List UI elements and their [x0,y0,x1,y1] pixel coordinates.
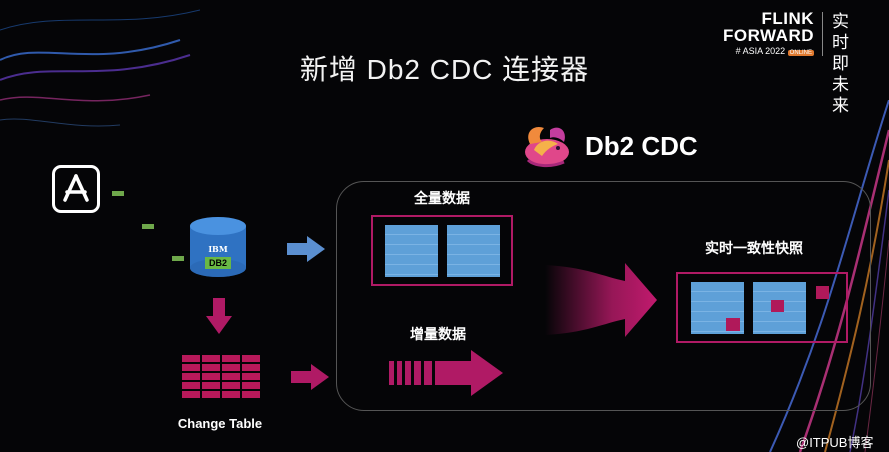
brand-slogan: 实时即 未来 [832,12,860,117]
brand-event: # ASIA 2022 [735,46,786,56]
connector-dash [172,256,184,261]
db-name-badge: DB2 [205,257,231,269]
background-swirl-right [769,100,889,452]
db-vendor-label: IBM [208,244,228,254]
snapshot-label: 实时一致性快照 [705,240,803,256]
flink-squirrel-icon [525,126,569,168]
change-table-label: Change Table [177,416,263,431]
online-badge: ONLINE [787,50,814,56]
connector-dash [142,224,154,229]
brand-slogan-line1: 实时即 [832,12,849,74]
full-data-frame [371,215,513,286]
connector-label: Db2 CDC [585,131,698,161]
watermark: @ITPUB博客 [796,435,874,450]
merge-arrow-icon [545,263,657,337]
arrow-right-icon [291,364,329,390]
change-marker [816,286,829,299]
brand-sub: # ASIA 2022 ONLINE [722,46,814,56]
arrow-right-icon [287,236,325,262]
incremental-stream-icon [389,350,503,396]
incremental-data-label: 增量数据 [410,326,466,342]
cdc-flow-container [336,181,871,411]
full-data-block [385,225,438,277]
change-marker [771,300,784,312]
flink-forward-logo: FLINK FORWARD # ASIA 2022 ONLINE [722,10,814,56]
full-data-label: 全量数据 [414,190,470,206]
brand-line2: FORWARD [722,26,814,45]
slide-title: 新增 Db2 CDC 连接器 [299,54,590,85]
change-marker [726,318,740,331]
brand-line1: FLINK [761,9,814,28]
brand-slogan-line2: 未来 [832,75,849,116]
connector-dash [112,191,124,196]
brand-divider [822,12,823,56]
snapshot-frame [676,272,848,343]
app-store-icon [52,165,100,213]
arrow-down-icon [206,298,232,334]
change-table-icon [182,355,260,400]
background-swirl-left [0,9,200,127]
full-data-block [447,225,500,277]
